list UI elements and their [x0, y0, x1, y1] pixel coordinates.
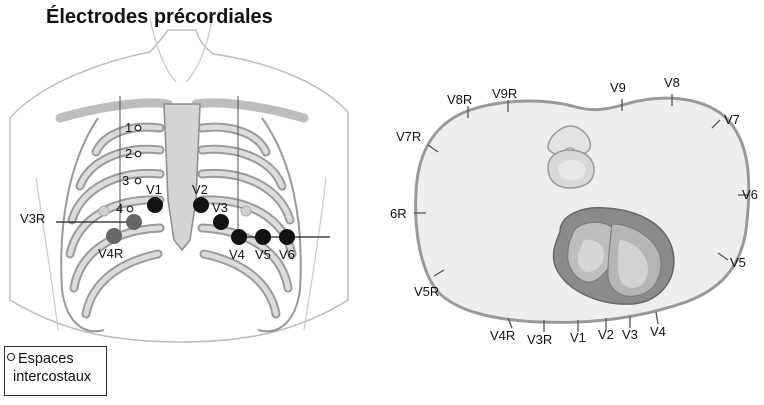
- lead-v8r: V8R: [447, 92, 472, 107]
- legend-line-1: Espaces: [7, 351, 74, 368]
- lead-v7: V7: [724, 112, 740, 127]
- chest-illustration: 1 2 3 4 V1 V2 V3 V4 V5 V6 V3R V4R: [10, 18, 348, 342]
- electrode-v6: [279, 229, 295, 245]
- lead-v7r: V7R: [396, 129, 421, 144]
- lead-v2: V2: [598, 327, 614, 342]
- lead-v9: V9: [610, 80, 626, 95]
- lead-v5: V5: [730, 255, 746, 270]
- intercostal-marker-2: [135, 151, 141, 157]
- electrode-v5: [255, 229, 271, 245]
- legend-circle-icon: [7, 353, 15, 361]
- lead-v3r: V3R: [527, 332, 552, 347]
- lead-6r: 6R: [390, 206, 407, 221]
- nipple-right: [99, 206, 109, 216]
- intercostal-marker-1: [135, 125, 141, 131]
- electrode-v3r: [126, 214, 142, 230]
- legend-text-1: Espaces: [18, 351, 74, 367]
- electrode-v2: [193, 197, 209, 213]
- label-v1: V1: [146, 182, 162, 197]
- intercostal-label-3: 3: [122, 173, 129, 188]
- label-v3r: V3R: [20, 211, 45, 226]
- page-title: Électrodes précordiales: [46, 6, 273, 29]
- intercostal-label-4: 4: [116, 201, 123, 216]
- lead-v8: V8: [664, 75, 680, 90]
- spine: [548, 126, 594, 188]
- label-v6: V6: [279, 247, 295, 262]
- label-v4: V4: [229, 247, 245, 262]
- lead-v9r: V9R: [492, 86, 517, 101]
- legend-box: Espaces intercostaux: [4, 346, 107, 396]
- intercostal-marker-4: [127, 206, 133, 212]
- legend-text-2: intercostaux: [13, 369, 91, 385]
- lead-v4: V4: [650, 324, 666, 339]
- nipple-left: [241, 206, 251, 216]
- label-v2: V2: [192, 182, 208, 197]
- lead-v4r: V4R: [490, 328, 515, 343]
- lead-v3: V3: [622, 327, 638, 342]
- intercostal-label-2: 2: [125, 146, 132, 161]
- intercostal-label-1: 1: [125, 120, 132, 135]
- lead-v6: V6: [742, 187, 758, 202]
- lead-v1: V1: [570, 330, 586, 345]
- electrode-v3: [213, 214, 229, 230]
- thorax-cross-section: V8R V9R V9 V8 V7R V7 6R V6 V5 V5R V4R V3…: [390, 75, 758, 347]
- intercostal-marker-3: [135, 178, 141, 184]
- label-v5: V5: [255, 247, 271, 262]
- electrode-v4r: [106, 228, 122, 244]
- legend-line-2: intercostaux: [13, 369, 91, 386]
- label-v3: V3: [212, 200, 228, 215]
- label-v4r: V4R: [98, 246, 123, 261]
- electrode-v1: [147, 197, 163, 213]
- lead-v5r: V5R: [414, 284, 439, 299]
- electrode-v4: [231, 229, 247, 245]
